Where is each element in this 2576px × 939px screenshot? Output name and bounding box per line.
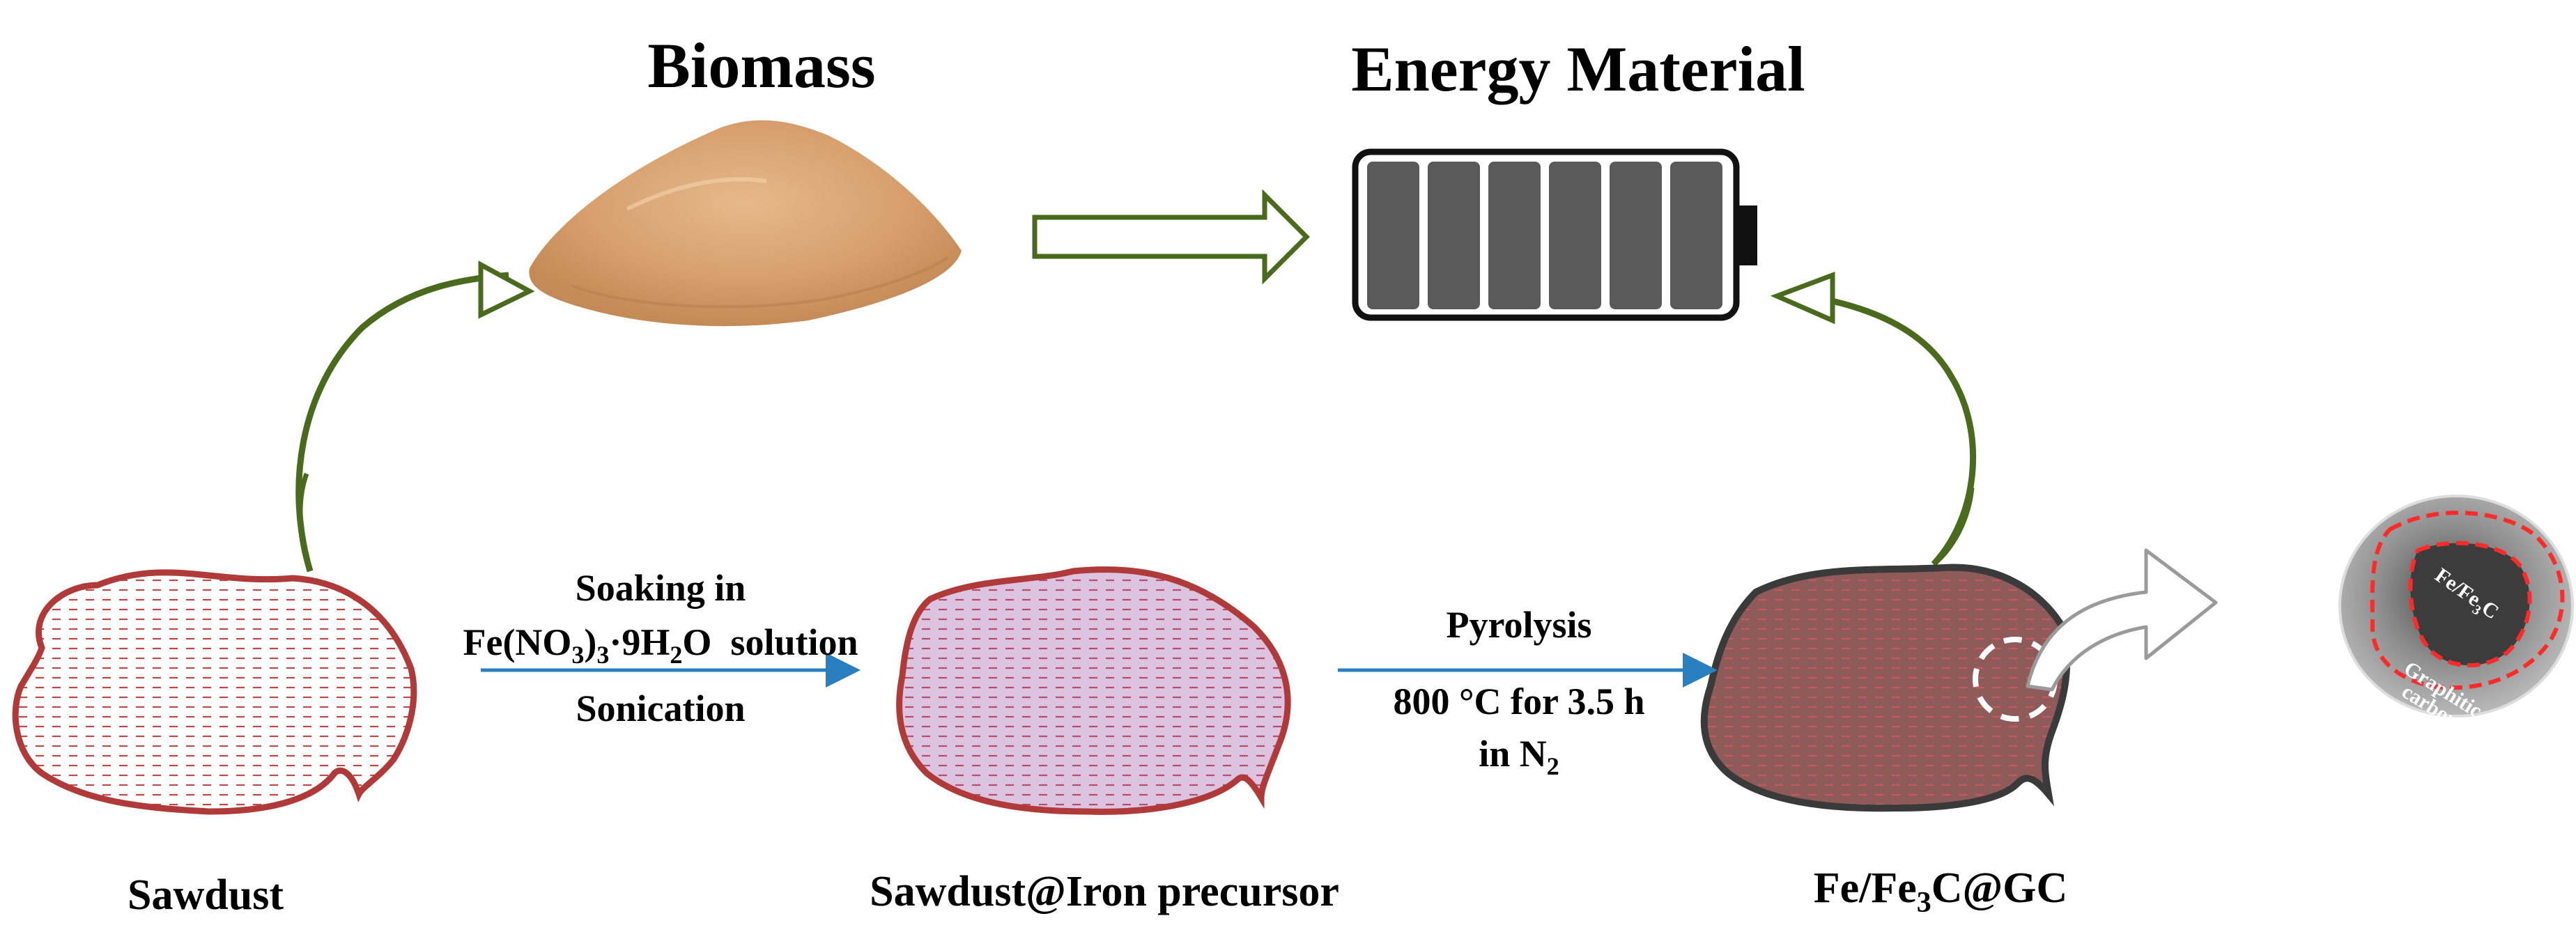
hollow-right-arrow (1032, 189, 1310, 285)
curved-arrow-sawdust-to-biomass (295, 261, 535, 573)
sawdust-pile-image (529, 120, 962, 327)
heading-biomass: Biomass (647, 30, 875, 101)
curved-arrow-product-to-battery (1770, 271, 1977, 567)
heading-energy-material: Energy Material (1351, 33, 1805, 104)
battery-cell (1670, 162, 1722, 309)
tem-image-inset: Fe/Fe3C Graphitic carbon (2338, 495, 2574, 733)
step2-line3: in N2 (1479, 733, 1559, 780)
battery-cell (1549, 162, 1601, 309)
sawdust-particle (12, 569, 417, 815)
step1-line1: Soaking in (576, 567, 746, 609)
product-particle (1700, 564, 2071, 812)
battery-cell (1428, 162, 1480, 309)
step1-line3: Sonication (576, 688, 745, 729)
battery-cell (1488, 162, 1541, 309)
zoom-callout-arrow (2026, 548, 2218, 692)
label-sawdust: Sawdust (128, 871, 284, 919)
label-product: Fe/Fe3C@GC (1814, 864, 2067, 919)
graphitic-carbon-boundary (2370, 511, 2565, 690)
fe-core-boundary (2408, 541, 2532, 667)
battery-cell (1367, 162, 1419, 309)
precursor-particle (896, 566, 1291, 815)
battery-cell (1610, 162, 1662, 309)
label-precursor: Sawdust@Iron precursor (870, 868, 1339, 915)
step1-line2: Fe(NO3)3·9H2O solution (463, 621, 858, 669)
step2-line1: Pyrolysis (1446, 604, 1591, 646)
step2-line2: 800 °C for 3.5 h (1393, 681, 1644, 722)
battery-icon (1352, 148, 1757, 321)
battery-cells (1367, 162, 1722, 309)
